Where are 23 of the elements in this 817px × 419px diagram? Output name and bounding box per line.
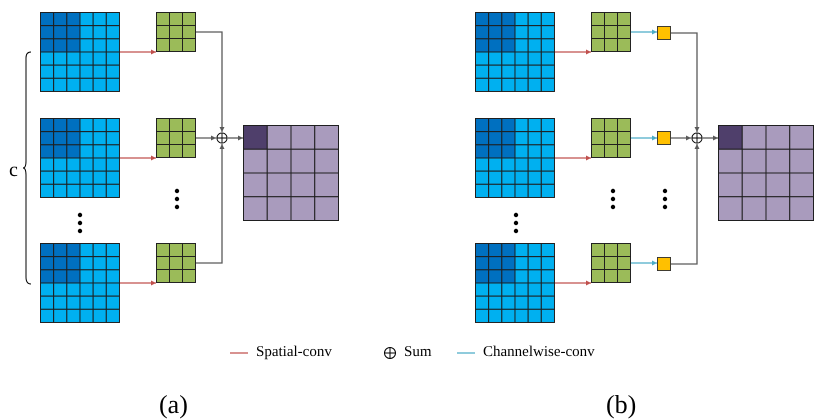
arrow bbox=[631, 136, 657, 140]
channel-count-label: c bbox=[9, 160, 18, 180]
arrow bbox=[631, 30, 657, 34]
legend-label: Sum bbox=[404, 345, 432, 360]
arrow bbox=[196, 144, 224, 264]
panel-caption: (b) bbox=[606, 392, 636, 418]
arrow bbox=[671, 136, 691, 140]
arrow bbox=[671, 144, 700, 265]
arrow bbox=[120, 280, 156, 286]
arrow bbox=[554, 280, 591, 286]
arrow bbox=[228, 136, 243, 140]
arrow bbox=[554, 50, 591, 54]
arrow bbox=[120, 156, 156, 160]
arrow bbox=[554, 156, 591, 160]
arrow bbox=[703, 136, 718, 140]
arrow bbox=[671, 32, 700, 132]
arrow bbox=[196, 136, 216, 140]
arrow bbox=[196, 31, 224, 132]
legend-label: Spatial-conv bbox=[256, 345, 332, 360]
legend-label: Channelwise-conv bbox=[483, 345, 595, 360]
arrow bbox=[120, 50, 156, 54]
arrow bbox=[631, 260, 657, 266]
panel-caption: (a) bbox=[159, 392, 188, 418]
